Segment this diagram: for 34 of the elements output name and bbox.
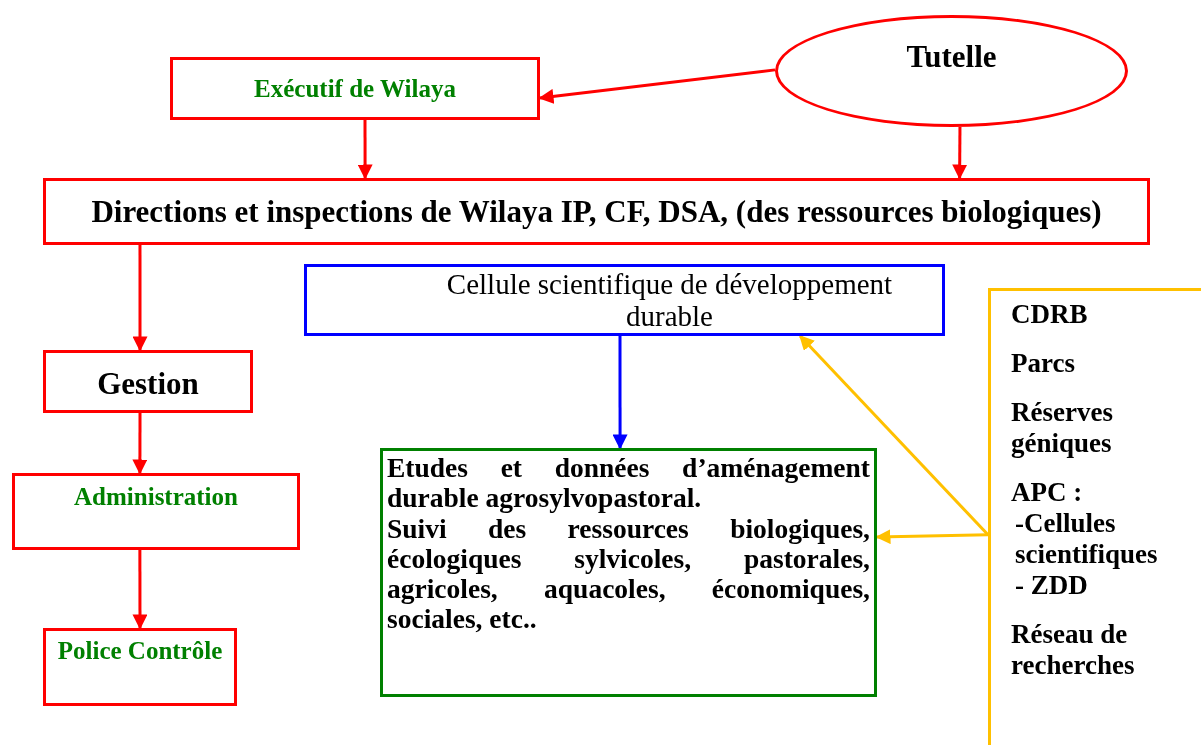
process-box xyxy=(988,288,1201,745)
node-text: Cellule scientifique de développement durable xyxy=(445,269,894,333)
node-text: Gestion xyxy=(96,365,200,403)
node-text: Parcs xyxy=(1011,348,1076,380)
node-text: Directions et inspections de Wilaya IP, CF, DSA, (des ressources biologiques) xyxy=(90,193,1103,231)
node-text: Réseau de recherches xyxy=(1011,619,1136,682)
process-box xyxy=(43,628,237,706)
arrow xyxy=(132,245,148,352)
process-box xyxy=(12,473,300,550)
process-box xyxy=(170,57,540,120)
node-text: - ZDD xyxy=(1014,570,1089,602)
node-text: Administration xyxy=(73,482,239,512)
arrow xyxy=(799,334,990,536)
process-box xyxy=(43,350,253,413)
arrow xyxy=(952,127,968,180)
node-text: -Cellules scientifiques xyxy=(1014,508,1159,571)
node-text: Tutelle xyxy=(905,38,998,76)
arrow xyxy=(357,120,373,180)
arrow xyxy=(875,529,989,545)
node-text: Exécutif de Wilaya xyxy=(253,74,457,104)
node-text: CDRB xyxy=(1011,299,1089,331)
process-box xyxy=(380,448,877,697)
ellipse-node xyxy=(775,15,1128,127)
process-box xyxy=(304,264,945,336)
arrow xyxy=(538,68,776,104)
node-text: Réserves géniques xyxy=(1011,397,1114,460)
node-text: Suivi des ressources biologiques, écologiques sylvicoles, pastorales, agricoles, aquacoles, économiques, sociales, etc.. xyxy=(387,513,870,635)
node-text: Police Contrôle xyxy=(56,636,224,666)
arrow xyxy=(132,413,148,475)
arrow xyxy=(132,550,148,630)
node-text: Etudes et données d’aménagement durable agrosylvopastoral. xyxy=(387,453,870,514)
process-box xyxy=(43,178,1150,245)
arrow xyxy=(612,336,628,450)
node-text: APC : xyxy=(1011,477,1084,509)
